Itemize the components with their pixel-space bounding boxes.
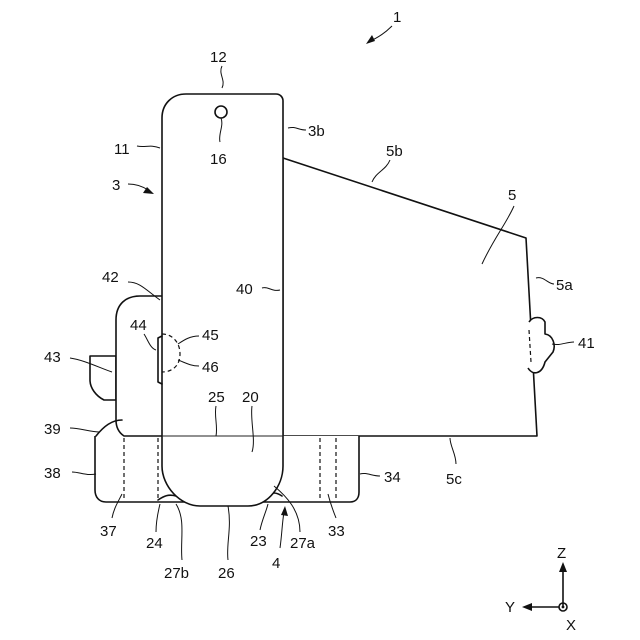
- housing-5: [283, 158, 537, 436]
- ref-23: 23: [250, 533, 267, 550]
- leader-27b: [176, 504, 182, 560]
- axis-x-label: X: [566, 617, 576, 634]
- leader-26: [228, 506, 230, 560]
- ref-16: 16: [210, 151, 227, 168]
- leader-5b: [372, 160, 390, 182]
- ref-5a: 5a: [556, 277, 573, 294]
- figure-number-arrowhead: [366, 35, 375, 44]
- ref-44: 44: [130, 317, 147, 334]
- lever-43-tab: [90, 356, 116, 400]
- leader-3: [128, 184, 148, 190]
- leader-12: [221, 66, 223, 88]
- ref-26: 26: [218, 565, 235, 582]
- leader-23: [260, 504, 268, 530]
- ref-45: 45: [202, 327, 219, 344]
- ref-38: 38: [44, 465, 61, 482]
- axis-x-dot: [562, 606, 565, 609]
- ref-27b: 27b: [164, 565, 189, 582]
- ref-4: 4: [272, 555, 280, 572]
- leader-38: [72, 472, 96, 475]
- ref-25: 25: [208, 389, 225, 406]
- latch-41: [528, 318, 554, 373]
- leader-24: [156, 504, 160, 532]
- ref-43: 43: [44, 349, 61, 366]
- ref-39: 39: [44, 421, 61, 438]
- leader-39: [70, 428, 100, 432]
- ref-5: 5: [508, 187, 516, 204]
- leader-41: [552, 342, 574, 345]
- leader-3b: [288, 127, 306, 130]
- ref-3b: 3b: [308, 123, 325, 140]
- ref-27a: 27a: [290, 535, 316, 552]
- ref-5c: 5c: [446, 471, 462, 488]
- ref-46: 46: [202, 359, 219, 376]
- ref-37: 37: [100, 523, 117, 540]
- figure-number-label: 1: [393, 9, 401, 26]
- axis-z-label: Z: [557, 545, 566, 562]
- leader-5c: [450, 438, 456, 464]
- ref-33: 33: [328, 523, 345, 540]
- ref-40: 40: [236, 281, 253, 298]
- ref-24: 24: [146, 535, 163, 552]
- ref-12: 12: [210, 49, 227, 66]
- ref-42: 42: [102, 269, 119, 286]
- leader-11: [137, 146, 160, 148]
- ref-34: 34: [384, 469, 401, 486]
- ref-20: 20: [242, 389, 259, 406]
- ref-41: 41: [578, 335, 595, 352]
- leader-34: [360, 473, 380, 476]
- ref-3: 3: [112, 177, 120, 194]
- axis-z-arrowhead: [559, 562, 567, 572]
- leader-4: [280, 512, 284, 548]
- ref-5b: 5b: [386, 143, 403, 160]
- leader-5a: [536, 278, 554, 284]
- ref-11: 11: [114, 141, 130, 158]
- axis-y-label: Y: [505, 599, 515, 616]
- leader-4-arrowhead: [281, 506, 288, 516]
- axis-y-arrowhead: [522, 603, 532, 611]
